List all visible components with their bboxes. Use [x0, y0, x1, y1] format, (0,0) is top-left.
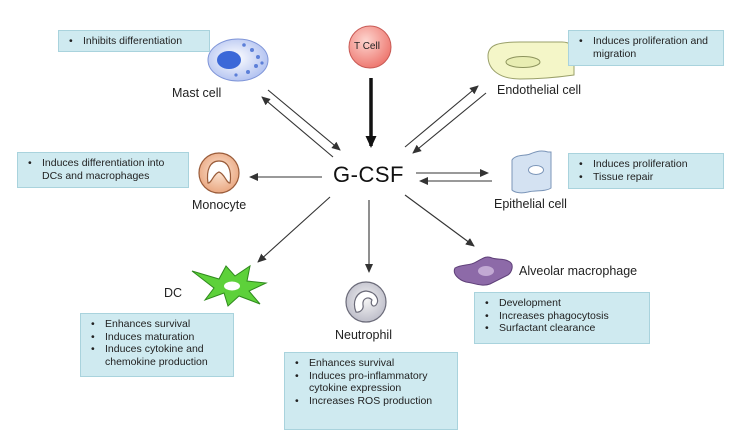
effect-item: Induces differentiation into DCs and mac… [26, 157, 180, 182]
effect-item: Induces proliferation [577, 158, 715, 171]
effect-item: Induces pro-inflammatory cytokine expres… [293, 370, 449, 395]
effect-item: Increases phagocytosis [483, 310, 641, 323]
effect-item: Surfactant clearance [483, 322, 641, 335]
alveolar-arrow [404, 194, 475, 247]
alveolar-macrophage-label: Alveolar macrophage [519, 264, 638, 278]
mast-arrow-in [267, 89, 341, 151]
effect-item: Inhibits differentiation [67, 35, 201, 48]
mast-cell-icon [207, 38, 269, 82]
alveolar-macrophage-effects: Development Increases phagocytosis Surfa… [474, 292, 650, 344]
gcsf-label: G-CSF [333, 162, 404, 187]
endothelial-cell-icon [487, 41, 575, 80]
effect-item: Induces proliferation and migration [577, 35, 715, 60]
mast-cell-label: Mast cell [172, 86, 222, 100]
epithelial-cell-effects: Induces proliferation Tissue repair [568, 153, 724, 189]
effect-item: Enhances survival [89, 318, 225, 331]
neutrophil-effects: Enhances survival Induces pro-inflammato… [284, 352, 458, 430]
effect-item: Induces maturation [89, 331, 225, 344]
effect-item: Increases ROS production [293, 395, 449, 408]
tcell-icon [348, 25, 392, 69]
effect-item: Tissue repair [577, 171, 715, 184]
alveolar-macrophage-icon [453, 256, 513, 286]
effect-item: Development [483, 297, 641, 310]
monocyte-label: Monocyte [192, 198, 247, 212]
dc-label: DC [164, 286, 183, 300]
endothelial-cell-effects: Induces proliferation and migration [568, 30, 724, 66]
effect-item: Enhances survival [293, 357, 449, 370]
arrows [249, 78, 492, 273]
dc-effects: Enhances survival Induces maturation Ind… [80, 313, 234, 377]
monocyte-effects: Induces differentiation into DCs and mac… [17, 152, 189, 188]
endothelial-arrow-out [404, 85, 479, 148]
effect-item: Induces cytokine and chemokine productio… [89, 343, 225, 368]
endothelial-arrow-in [412, 92, 487, 154]
dc-icon [191, 264, 268, 307]
mast-arrow-out [261, 96, 334, 158]
mast-cell-effects: Inhibits differentiation [58, 30, 210, 52]
endothelial-cell-label: Endothelial cell [497, 83, 582, 97]
epithelial-cell-icon [511, 150, 552, 194]
neutrophil-icon [345, 281, 387, 323]
tcell-label: T Cell [354, 41, 380, 52]
epithelial-cell-label: Epithelial cell [494, 197, 567, 211]
neutrophil-label: Neutrophil [335, 328, 392, 342]
dc-arrow [257, 196, 331, 263]
monocyte-icon [198, 152, 240, 194]
